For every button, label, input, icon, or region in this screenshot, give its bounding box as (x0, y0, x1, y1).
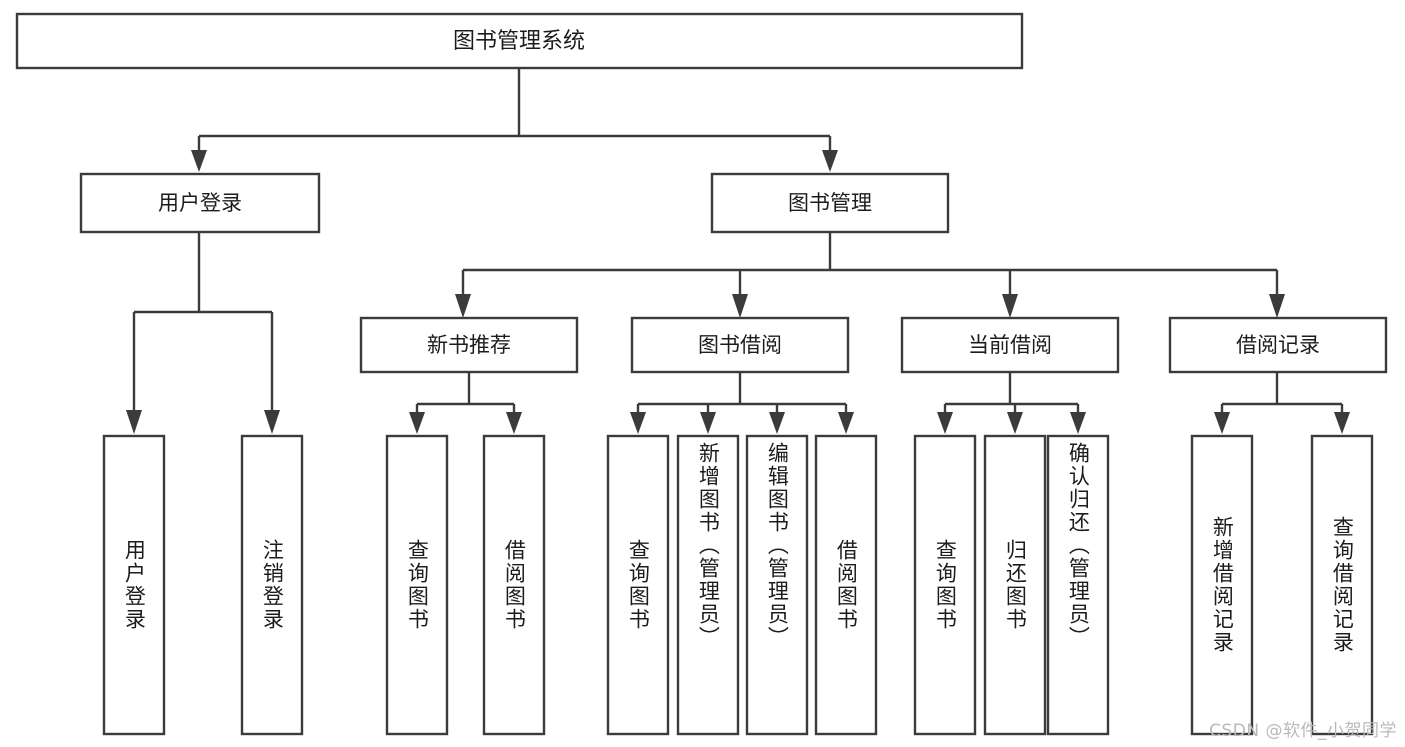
leaf-box-borrow-records-0[interactable] (1190, 434, 1254, 736)
node-user-login-box[interactable] (79, 172, 321, 234)
leaf-box-book-borrow-2[interactable] (745, 434, 809, 736)
node-user-login[interactable]: 用户登录 (79, 172, 321, 234)
arrow-head-leaf-new-book-0 (409, 412, 425, 434)
connector-group-book-manage (455, 232, 1285, 318)
leaf-box-user-login-0[interactable] (102, 434, 166, 736)
csdn-watermark: CSDN @软件_小贺同学 (1209, 721, 1397, 741)
node-book-borrow-box[interactable] (630, 316, 850, 374)
leaf-boxes-current-borrow (913, 434, 1110, 736)
arrow-head-book-manage (822, 150, 838, 172)
node-borrow-records[interactable]: 借阅记录 (1168, 316, 1388, 374)
node-new-book-recommend-box[interactable] (359, 316, 579, 374)
leaf-box-borrow-records-1[interactable] (1310, 434, 1374, 736)
arrow-head-leaf-book-borrow-2 (769, 412, 785, 434)
leaf-box-new-book-0[interactable] (385, 434, 449, 736)
leaf-box-user-login-1[interactable] (240, 434, 304, 736)
node-root[interactable]: 图书管理系统 (15, 12, 1024, 70)
connector-group-new-book (409, 372, 522, 434)
node-current-borrow[interactable]: 当前借阅 (900, 316, 1120, 374)
arrow-head-leaf-current-borrow-1 (1007, 412, 1023, 434)
connector-group-borrow-records (1214, 372, 1350, 434)
node-current-borrow-box[interactable] (900, 316, 1120, 374)
leaf-boxes-borrow-records (1190, 434, 1374, 736)
arrow-head-leaf-current-borrow-2 (1070, 412, 1086, 434)
node-user-login-label: 用户登录 (158, 191, 242, 215)
arrow-head-new-book (455, 294, 471, 318)
leaf-boxes-new-book-recommend (385, 434, 546, 736)
arrow-head-leaf-book-borrow-3 (838, 412, 854, 434)
leaf-box-book-borrow-1[interactable] (676, 434, 740, 736)
arrow-head-leaf-borrow-records-0 (1214, 412, 1230, 434)
node-new-book-recommend-label: 新书推荐 (427, 333, 511, 357)
arrow-head-current-borrow (1002, 294, 1018, 318)
connector-group-user-login (126, 232, 280, 434)
connector-group-current-borrow (937, 372, 1086, 434)
arrow-head-book-borrow (732, 294, 748, 318)
arrow-head-leaf-book-borrow-0 (630, 412, 646, 434)
node-current-borrow-label: 当前借阅 (968, 333, 1052, 357)
node-new-book-recommend[interactable]: 新书推荐 (359, 316, 579, 374)
leaf-box-book-borrow-0[interactable] (606, 434, 670, 736)
node-book-borrow-label: 图书借阅 (698, 333, 782, 357)
leaf-box-new-book-1[interactable] (482, 434, 546, 736)
arrow-head-leaf-current-borrow-0 (937, 412, 953, 434)
node-borrow-records-box[interactable] (1168, 316, 1388, 374)
arrow-head-leaf-new-book-1 (506, 412, 522, 434)
arrow-head-leaf-book-borrow-1 (700, 412, 716, 434)
node-book-borrow[interactable]: 图书借阅 (630, 316, 850, 374)
leaf-box-current-borrow-0[interactable] (913, 434, 977, 736)
leaf-boxes-book-borrow (606, 434, 878, 736)
leaf-box-current-borrow-1[interactable] (983, 434, 1047, 736)
node-book-manage-label: 图书管理 (788, 191, 872, 215)
node-root-label: 图书管理系统 (453, 29, 585, 54)
connector-group-book-borrow (630, 372, 854, 434)
arrow-head-borrow-records (1269, 294, 1285, 318)
node-book-manage[interactable]: 图书管理 (710, 172, 950, 234)
leaf-box-current-borrow-2[interactable] (1046, 434, 1110, 736)
connector-group-root (191, 68, 838, 172)
leaf-boxes-user-login (102, 434, 304, 736)
arrow-head-leaf-user-login-0 (126, 410, 142, 434)
arrow-head-user-login (191, 150, 207, 172)
node-borrow-records-label: 借阅记录 (1236, 333, 1320, 357)
leaf-box-book-borrow-3[interactable] (814, 434, 878, 736)
arrow-head-leaf-user-login-1 (264, 410, 280, 434)
node-root-box[interactable] (15, 12, 1024, 70)
node-book-manage-box[interactable] (710, 172, 950, 234)
arrow-head-leaf-borrow-records-1 (1334, 412, 1350, 434)
